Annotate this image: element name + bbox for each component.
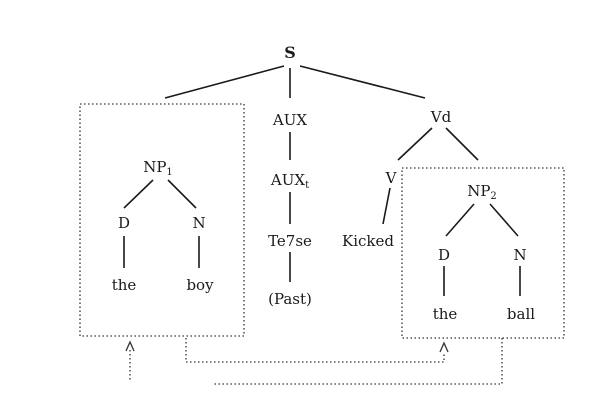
- node-d1: D: [118, 214, 130, 232]
- node-aux1: AUXt: [270, 171, 309, 191]
- node-v: V: [385, 169, 398, 187]
- node-s: S: [284, 43, 296, 62]
- edge-np1-n: [167, 179, 197, 209]
- node-d2: D: [438, 246, 450, 264]
- node-np1: NP1: [143, 158, 173, 178]
- word-boy: boy: [186, 276, 214, 294]
- np2-dotted-box: [401, 167, 565, 339]
- node-kicked: Kicked: [342, 232, 394, 250]
- edge-s-vd: [299, 65, 426, 99]
- edge-s-np1: [164, 65, 285, 99]
- word-the-2: the: [433, 305, 458, 323]
- np1-dotted-box: [79, 103, 245, 337]
- word-ball: ball: [507, 305, 535, 323]
- link-boy-to-np2: [185, 338, 445, 363]
- np2-arrow-head: [439, 341, 449, 353]
- edge-v-kicked: [382, 187, 391, 225]
- node-np2: NP2: [467, 182, 497, 202]
- node-tense: Te7se: [268, 232, 312, 250]
- node-n2: N: [513, 246, 526, 264]
- node-n1: N: [192, 214, 205, 232]
- node-vd: Vd: [430, 108, 452, 126]
- edge-vd-np2: [445, 127, 479, 161]
- edge-np2-d: [445, 203, 475, 237]
- edge-vd-v: [397, 127, 433, 161]
- movement-links: [125, 338, 503, 385]
- np1-arrow-head: [125, 340, 135, 352]
- edge-np1-d: [123, 179, 154, 209]
- word-past: (Past): [268, 290, 312, 308]
- node-aux: AUX: [272, 111, 307, 129]
- link-ball-to-bottom: [214, 338, 503, 385]
- edge-np2-n: [489, 203, 519, 237]
- tree-edges: [123, 65, 521, 296]
- word-the-1: the: [112, 276, 137, 294]
